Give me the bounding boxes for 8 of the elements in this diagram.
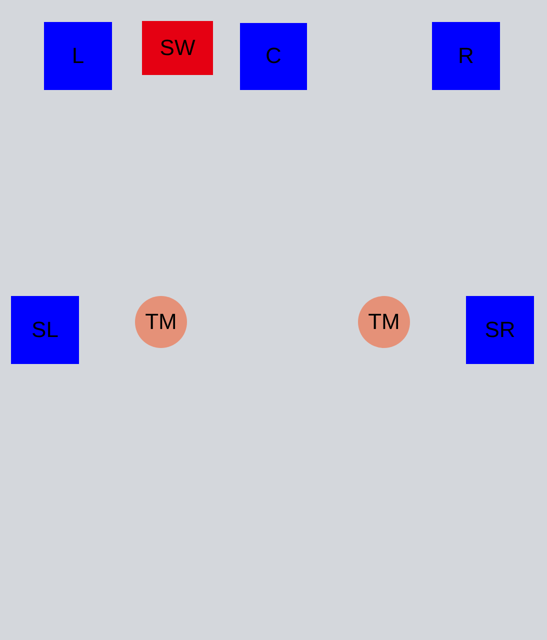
speaker-box: L bbox=[44, 22, 112, 90]
speaker-circle: TM bbox=[135, 296, 187, 348]
speaker-circle: TM bbox=[358, 296, 410, 348]
speaker-box: SL bbox=[11, 296, 79, 364]
speaker-box: R bbox=[432, 22, 500, 90]
speaker-box: C bbox=[240, 23, 307, 90]
speaker-box: SR bbox=[466, 296, 534, 364]
subwoofer-box: SW bbox=[142, 21, 213, 75]
